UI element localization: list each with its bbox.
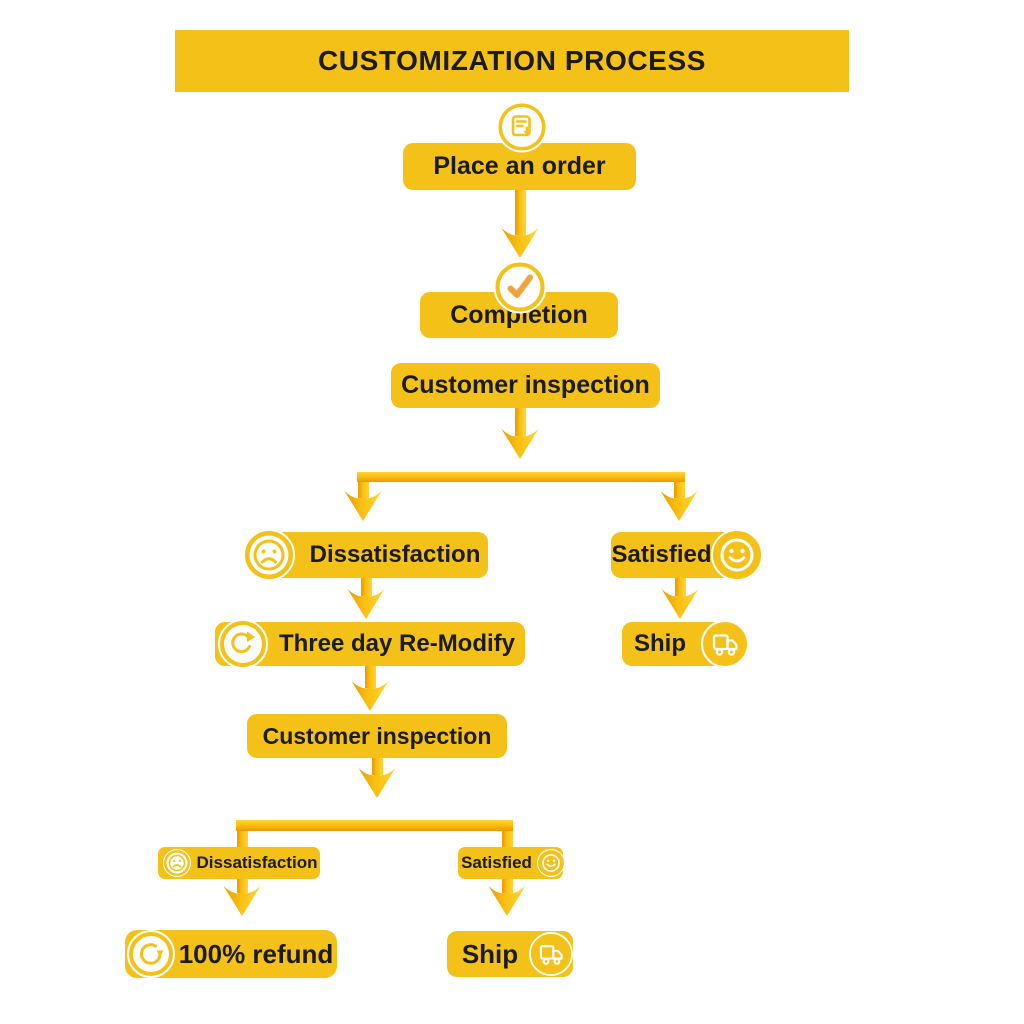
page-title: CUSTOMIZATION PROCESS (317, 45, 707, 76)
truck-icon (701, 620, 749, 668)
node-label: Ship (461, 938, 519, 969)
check-icon (493, 260, 547, 314)
arrow-shaft (514, 190, 526, 235)
node-label: Satisfied (611, 541, 712, 568)
node-label: Satisfied (461, 853, 532, 872)
branch-connector (236, 820, 513, 831)
sad-face-icon (243, 529, 295, 581)
arrow-head (501, 228, 539, 258)
arrow-head (344, 491, 382, 521)
sad-face-icon (163, 849, 191, 877)
arrow-shaft (674, 578, 686, 596)
node-label: 100% refund (178, 938, 334, 969)
arrow-head (661, 589, 699, 619)
arrow-head (660, 491, 698, 521)
flow-arrow (657, 482, 701, 521)
flow-arrow (498, 190, 542, 258)
node-label: Three day Re-Modify (278, 630, 516, 657)
node-customer-inspection-1: Customer inspection (391, 363, 660, 408)
node-label: Dissatisfaction (309, 541, 481, 568)
arrow-shaft (357, 482, 369, 498)
node-label: Dissatisfaction (196, 853, 318, 872)
smiley-face-icon (537, 849, 565, 877)
smiley-face-icon (711, 529, 763, 581)
header-banner: CUSTOMIZATION PROCESS (175, 30, 849, 92)
arrow-head (347, 589, 385, 619)
node-customer-inspection-2: Customer inspection (247, 714, 507, 758)
flow-arrow (498, 408, 542, 459)
node-label: Ship (634, 630, 686, 657)
arrow-shaft (673, 482, 685, 498)
flow-arrow (344, 578, 388, 619)
flow-arrow (348, 666, 392, 711)
node-label: Customer inspection (262, 722, 492, 749)
arrow-head (488, 886, 526, 916)
node-three-day-remodify: Three day Re-Modify (215, 622, 525, 666)
order-form-icon (496, 101, 548, 153)
arrow-shaft (371, 758, 383, 775)
arrow-shaft (364, 666, 376, 688)
truck-icon (529, 932, 573, 976)
node-label: Place an order (433, 152, 606, 180)
flow-arrow (341, 482, 385, 521)
arrow-head (358, 768, 396, 798)
redo-arrow-icon (218, 619, 268, 669)
arrow-head (501, 429, 539, 459)
arrow-head (351, 681, 389, 711)
flow-arrow (355, 758, 399, 798)
flow-arrow (658, 578, 702, 619)
circular-arrow-icon (127, 930, 175, 978)
arrow-shaft (514, 408, 526, 436)
arrow-shaft (360, 578, 372, 596)
branch-connector (357, 472, 685, 482)
node-label: Customer inspection (401, 371, 650, 399)
arrow-head (223, 886, 261, 916)
